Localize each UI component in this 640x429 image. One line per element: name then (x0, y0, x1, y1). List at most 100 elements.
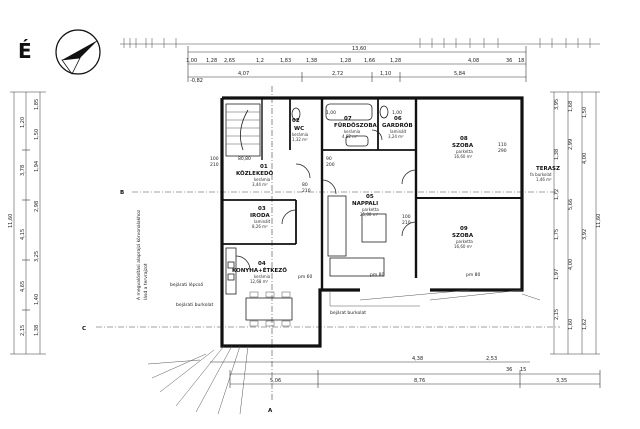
room-08: 08 SZOBA parketta 16,60 m² (452, 136, 474, 159)
svg-text:parketta: parketta (456, 239, 473, 244)
svg-text:25,00 m²: 25,00 m² (360, 212, 379, 217)
svg-text:3,78: 3,78 (20, 165, 26, 176)
svg-text:parketta: parketta (456, 149, 473, 154)
svg-text:1,2: 1,2 (256, 58, 264, 64)
svg-text:1,28: 1,28 (206, 58, 217, 64)
svg-text:1,38: 1,38 (554, 149, 560, 160)
svg-text:08: 08 (460, 136, 468, 142)
svg-text:4,38: 4,38 (412, 356, 423, 362)
svg-text:5,84: 5,84 (454, 71, 465, 77)
svg-text:1,00: 1,00 (326, 110, 336, 116)
svg-text:1,94: 1,94 (34, 161, 40, 172)
terrace-outline (329, 289, 541, 307)
svg-text:1,97: 1,97 (554, 269, 560, 280)
svg-text:4,15: 4,15 (20, 229, 26, 240)
svg-text:80: 80 (302, 182, 308, 188)
svg-text:bejárati lépcső: bejárati lépcső (170, 281, 203, 288)
interior-walls (222, 98, 522, 290)
svg-text:fa burkolat: fa burkolat (530, 172, 552, 177)
svg-text:3,44 m²: 3,44 m² (252, 182, 268, 187)
north-letter: É (18, 39, 32, 63)
svg-text:290: 290 (498, 148, 507, 154)
svg-text:11,60: 11,60 (8, 214, 14, 228)
svg-text:11,60: 11,60 (596, 214, 602, 228)
svg-text:36: 36 (506, 367, 512, 373)
room-03: 03 IRODA laminált 8,26 m² (250, 206, 271, 229)
svg-text:2,99: 2,99 (568, 139, 574, 150)
svg-text:3,25: 3,25 (34, 251, 40, 262)
svg-text:pm 80: pm 80 (370, 272, 385, 278)
svg-text:GARDRÓB: GARDRÓB (382, 122, 413, 129)
svg-text:1,68: 1,68 (568, 101, 574, 112)
svg-text:4,00: 4,00 (568, 259, 574, 270)
svg-text:1,00: 1,00 (186, 58, 197, 64)
dimension-chain-bottom: 5,06 8,76 3,35 4,38 2,53 36 15 (210, 356, 601, 388)
bathtub-icon (325, 103, 373, 121)
toilet-icon (291, 105, 389, 121)
svg-text:3,35: 3,35 (556, 378, 567, 384)
room-02: 02 WC kerámia 1,32 m² (292, 118, 309, 142)
svg-text:SZOBA: SZOBA (452, 233, 474, 239)
svg-text:5,06: 5,06 (270, 378, 281, 384)
room-07: 07 FÜRDŐSZOBA kerámia 4,62 m² (334, 116, 378, 139)
entrance-stairs (147, 345, 249, 415)
svg-text:bejárat burkolat: bejárat burkolat (330, 309, 366, 316)
svg-text:3,92: 3,92 (582, 229, 588, 240)
svg-text:210: 210 (402, 220, 411, 226)
svg-text:1,50: 1,50 (34, 129, 40, 140)
svg-text:1,60: 1,60 (568, 319, 574, 330)
svg-text:laminált: laminált (390, 129, 407, 134)
svg-text:12,68 m²: 12,68 m² (250, 279, 269, 284)
svg-text:1,38: 1,38 (306, 58, 317, 64)
svg-text:FÜRDŐSZOBA: FÜRDŐSZOBA (334, 122, 378, 129)
room-05: 05 NAPPALI parketta 25,00 m² (352, 194, 379, 217)
svg-text:2,15: 2,15 (554, 309, 560, 320)
dining-table-icon (245, 291, 293, 327)
svg-text:C: C (82, 326, 86, 332)
room-04: 04 KONYHA+ÉTKEZŐ kerámia 12,68 m² (232, 261, 287, 284)
svg-text:4,62 m²: 4,62 m² (342, 134, 358, 139)
dimension-chain-top: 13,60 4,07 2,72 1,10 5,84 1,00 1,28 2,65… (186, 46, 527, 82)
svg-text:NAPPALI: NAPPALI (352, 201, 378, 207)
svg-text:04: 04 (258, 261, 266, 267)
plan-note: A megvalósítási alaprajzi körvonalakhoz … (135, 209, 149, 300)
svg-text:200: 200 (326, 162, 335, 168)
svg-text:1,66: 1,66 (364, 58, 375, 64)
svg-text:2,65: 2,65 (224, 58, 235, 64)
svg-text:1,20: 1,20 (20, 117, 26, 128)
svg-text:WC: WC (294, 126, 304, 132)
svg-text:kerámia: kerámia (292, 132, 309, 137)
svg-text:pm 60: pm 60 (298, 274, 313, 280)
svg-text:100: 100 (210, 156, 219, 162)
door-swings (235, 129, 417, 271)
svg-text:laminált: laminált (254, 219, 271, 224)
svg-text:07: 07 (344, 116, 352, 122)
svg-text:1,83: 1,83 (280, 58, 291, 64)
svg-text:2,98: 2,98 (34, 201, 40, 212)
svg-text:lásd a tervrajzot: lásd a tervrajzot (142, 263, 149, 300)
svg-text:90: 90 (326, 156, 332, 162)
svg-text:110: 110 (498, 142, 507, 148)
svg-text:kerámia: kerámia (254, 177, 271, 182)
scale-ruler-top (120, 38, 600, 48)
svg-text:IRODA: IRODA (250, 213, 271, 219)
svg-text:5,66: 5,66 (568, 199, 574, 210)
svg-text:3,95: 3,95 (554, 99, 560, 110)
svg-text:09: 09 (460, 226, 468, 232)
svg-text:4,08: 4,08 (468, 58, 479, 64)
washbasin-icon (345, 135, 369, 147)
svg-text:1,28: 1,28 (390, 58, 401, 64)
svg-text:8,76: 8,76 (414, 378, 425, 384)
north-arrow-icon (55, 29, 101, 75)
elevation-label: -0,82 (190, 78, 203, 84)
svg-text:1,62: 1,62 (582, 319, 588, 330)
door-dimension-labels: 100 210 90 200 80 210 110 290 100 210 1,… (210, 110, 507, 226)
svg-text:1,40: 1,40 (34, 294, 40, 305)
dimension-chain-right: 11,60 1,50 4,00 3,92 1,62 1,68 2,99 5,66… (550, 91, 602, 355)
dimension-chain-left: 11,60 1,20 3,78 4,15 4,65 2,15 1,85 1,50… (8, 91, 46, 355)
svg-text:06: 06 (394, 116, 402, 122)
svg-text:A: A (268, 408, 273, 414)
svg-text:B: B (120, 190, 124, 196)
svg-text:3,24 m²: 3,24 m² (388, 134, 404, 139)
svg-text:03: 03 (258, 206, 266, 212)
